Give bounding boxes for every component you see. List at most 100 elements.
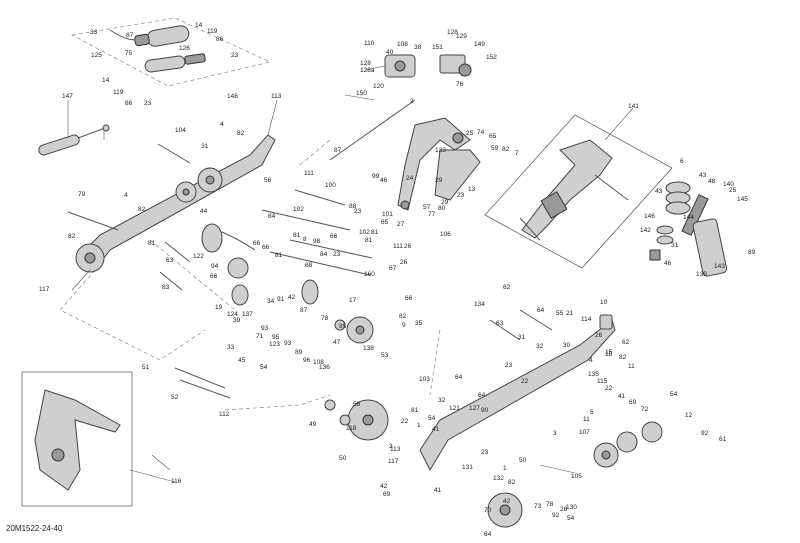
guide-line xyxy=(149,239,236,311)
callout: 81 xyxy=(148,240,156,247)
callout: 38 xyxy=(414,44,422,51)
callout: 85 xyxy=(339,323,347,330)
callout: 152 xyxy=(486,54,497,61)
callout: 111 xyxy=(393,243,403,250)
top-hardware-cluster xyxy=(364,54,472,78)
callout: 1 xyxy=(503,465,507,472)
callout: 43 xyxy=(655,188,663,195)
callout: 65 xyxy=(489,133,497,140)
callout: 70 xyxy=(484,507,492,514)
callout: 23 xyxy=(333,251,341,258)
callout: 63 xyxy=(496,320,504,327)
callout: 82 xyxy=(68,233,76,240)
callout: 77 xyxy=(428,211,436,218)
callout: 66 xyxy=(330,233,338,240)
callout: 82 xyxy=(138,206,146,213)
callout: 123 xyxy=(269,341,280,348)
callout: 11 xyxy=(628,363,635,370)
callout: 6 xyxy=(680,158,684,165)
callout: 108 xyxy=(313,359,324,366)
callout: 82 xyxy=(502,146,510,153)
callout: 119 xyxy=(113,89,124,96)
callout: 117 xyxy=(388,458,399,465)
callout: 54 xyxy=(260,364,268,371)
callout: 23 xyxy=(505,362,513,369)
callout: 2 xyxy=(410,98,414,105)
callout: 100 xyxy=(325,182,336,189)
callout: 56 xyxy=(264,177,272,184)
callout: 119 xyxy=(207,28,218,35)
callout: 66 xyxy=(210,273,218,280)
callout: 41 xyxy=(618,393,626,400)
callout: 130 xyxy=(566,504,577,511)
callout: 26 xyxy=(400,259,408,266)
front-arm-116 xyxy=(519,139,629,241)
callout: 78 xyxy=(321,315,329,322)
callout: 93 xyxy=(284,340,292,347)
callout: 78 xyxy=(546,501,554,508)
callout: 15 xyxy=(605,349,613,356)
callout: 73 xyxy=(534,503,542,510)
callout: 125 xyxy=(91,52,102,59)
callout: 48 xyxy=(708,178,716,185)
right-side-rail xyxy=(419,309,663,528)
callout: 80 xyxy=(438,205,446,212)
callout: 29 xyxy=(435,177,443,184)
callout: 145 xyxy=(737,196,748,203)
callout: 12 xyxy=(685,412,693,419)
callout: 5 xyxy=(590,409,594,416)
callout: 106 xyxy=(440,231,451,238)
guide-line xyxy=(59,269,206,361)
callout: 140 xyxy=(723,181,734,188)
callout: 64 xyxy=(484,531,492,538)
callout: 69 xyxy=(629,399,637,406)
callout: 111 xyxy=(304,170,314,177)
leader-lines xyxy=(67,94,634,483)
rear-shock-assembly xyxy=(649,181,728,277)
callout: 34 xyxy=(267,298,275,305)
callout: 151 xyxy=(432,44,443,51)
callout: 144 xyxy=(683,214,694,221)
callout: 10 xyxy=(600,299,608,306)
callout: 87 xyxy=(126,32,134,39)
callout: 23 xyxy=(231,52,239,59)
callout: 41 xyxy=(432,426,440,433)
callout: 26 xyxy=(404,243,412,250)
guide-line xyxy=(299,139,331,166)
shafts-left xyxy=(67,143,373,399)
callout: 63 xyxy=(166,257,174,264)
callout: 59 xyxy=(491,145,499,152)
callout: 121 xyxy=(449,405,460,412)
callout: 128 xyxy=(360,60,371,67)
callout: 54 xyxy=(428,415,436,422)
callout: 45 xyxy=(238,357,246,364)
callout: 113 xyxy=(271,93,282,100)
callout: 84 xyxy=(320,251,328,258)
callout: 107 xyxy=(579,429,590,436)
callout: 4 xyxy=(124,192,128,199)
callout: 55 xyxy=(556,310,564,317)
callout: 13 xyxy=(468,186,476,193)
callout: 4 xyxy=(589,357,593,364)
callout: 64 xyxy=(537,307,545,314)
callout: 128 xyxy=(447,29,458,36)
callout: 23 xyxy=(481,449,489,456)
callout: 116 xyxy=(171,478,182,485)
callout: 42 xyxy=(503,498,511,505)
callout: 3 xyxy=(553,430,557,437)
rear-arm-133 xyxy=(397,117,481,211)
callout: 51 xyxy=(142,364,150,371)
callout: 19 xyxy=(215,304,223,311)
callout: 148 xyxy=(227,93,238,100)
callout: 108 xyxy=(397,41,408,48)
shock-absorber-top-left xyxy=(109,25,206,73)
callout: 71 xyxy=(256,333,264,340)
callout: 46 xyxy=(664,260,672,267)
callout: 82 xyxy=(237,130,245,137)
callout: 81 xyxy=(411,407,419,414)
callout: 23 xyxy=(457,192,465,199)
callout: 35 xyxy=(415,320,423,327)
callout: 92 xyxy=(701,430,709,437)
document-reference: 20M1522-24-40 xyxy=(6,524,63,533)
